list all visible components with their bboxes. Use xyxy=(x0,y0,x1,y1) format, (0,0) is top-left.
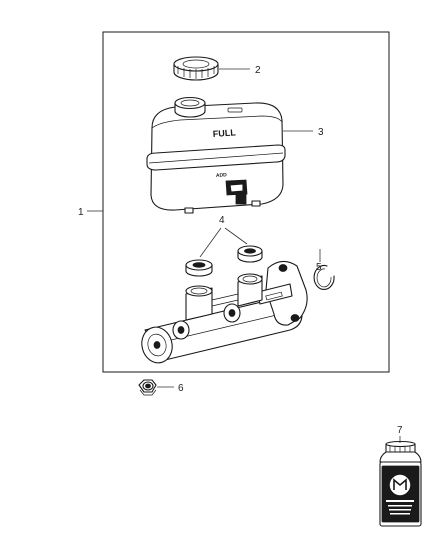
callout-4-label: 4 xyxy=(219,215,225,226)
callout-7: 7 xyxy=(397,425,403,443)
callout-2: 2 xyxy=(219,65,261,76)
callout-5: 5 xyxy=(316,249,322,273)
reservoir: FULL ADD xyxy=(146,96,286,214)
add-level-mark: ADD xyxy=(216,172,228,179)
callout-1: 1 xyxy=(78,207,103,218)
callout-5-label: 5 xyxy=(316,262,322,273)
callout-4: 4 xyxy=(199,215,248,258)
callout-1-label: 1 xyxy=(78,207,84,218)
fill-level-mark: FULL xyxy=(212,127,236,139)
retaining-ring xyxy=(313,264,335,291)
callout-6: 6 xyxy=(157,383,184,394)
reservoir-cap xyxy=(173,56,219,81)
callout-3: 3 xyxy=(283,127,324,138)
callout-6-label: 6 xyxy=(178,383,184,394)
assembly-frame xyxy=(102,31,390,373)
callout-2-label: 2 xyxy=(255,65,261,76)
master-cylinder-body xyxy=(141,260,308,364)
mounting-nut xyxy=(138,379,157,396)
callout-3-label: 3 xyxy=(318,127,324,138)
brake-fluid-bottle xyxy=(379,440,422,527)
grommet-right xyxy=(237,245,263,263)
grommet-left xyxy=(185,259,213,277)
callout-7-label: 7 xyxy=(397,425,403,436)
